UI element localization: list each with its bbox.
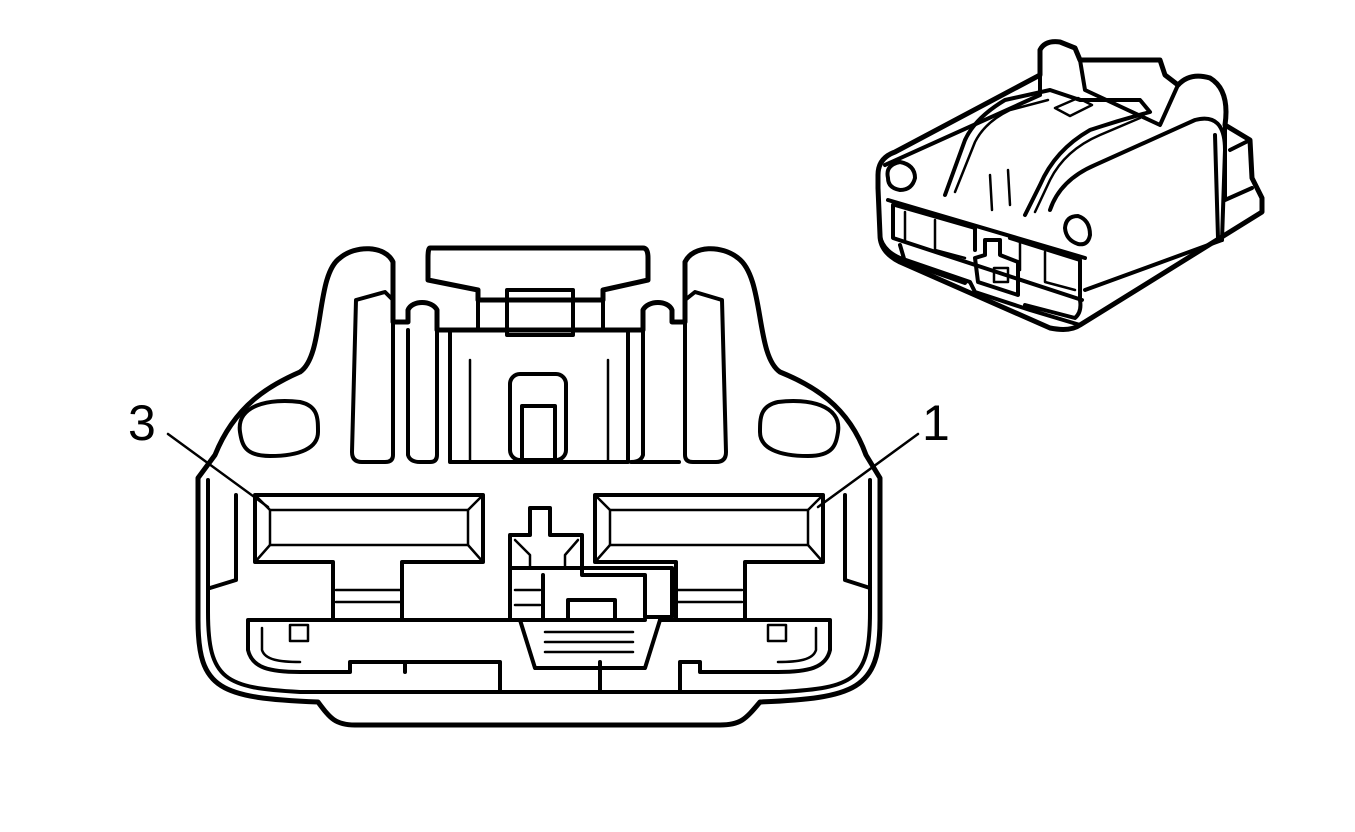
tower-left-inner: [406, 328, 439, 464]
bottom-rail: [246, 618, 832, 694]
iso-latch-inner: [953, 98, 1142, 214]
iso-oval-right: [1063, 214, 1092, 247]
bottom-tab-right: [766, 623, 788, 643]
tower-left: [350, 290, 395, 464]
bottom-rail-inner: [260, 626, 818, 664]
oval-left: [237, 398, 320, 458]
iso-oval-left: [885, 160, 917, 192]
connector-isometric-view: [875, 39, 1265, 332]
housing-outline: [195, 246, 883, 728]
leader-line-pin-3: [166, 432, 270, 509]
iso-body-outline: [875, 39, 1265, 332]
center-block: [448, 328, 630, 464]
leader-line-pin-1: [816, 432, 920, 509]
center-lock: [508, 506, 674, 670]
center-slot-outer: [508, 372, 568, 462]
connector-face-view: 3 1: [128, 245, 950, 728]
iso-center-lock: [973, 238, 1020, 297]
iso-front-face: [886, 198, 1087, 302]
iso-bottom-rail: [878, 233, 1083, 327]
oval-right: [758, 398, 841, 458]
center-slot-inner: [520, 404, 557, 462]
side-slot-right: [843, 493, 872, 590]
iso-cavities: [903, 210, 1077, 292]
iso-right-barrel: [1048, 116, 1227, 292]
iso-latch-window: [1053, 96, 1094, 118]
tower-right: [683, 290, 728, 464]
pin-label-1: 1: [922, 395, 950, 451]
iso-latch: [943, 88, 1152, 217]
latch-neck: [476, 298, 605, 330]
side-slot-left: [208, 493, 238, 590]
iso-right-side: [1223, 123, 1254, 202]
pin-label-3: 3: [128, 395, 156, 451]
cavity-pin-3: [253, 493, 485, 622]
center-block-detail: [468, 358, 610, 464]
latch-top: [425, 245, 651, 303]
cavity-pin-1: [593, 493, 825, 622]
center-latch-window: [505, 288, 575, 337]
bottom-tab-left: [288, 623, 310, 643]
housing-inner-outline: [206, 478, 872, 694]
iso-lock-tab: [992, 266, 1010, 284]
tower-right-inner: [629, 328, 681, 464]
